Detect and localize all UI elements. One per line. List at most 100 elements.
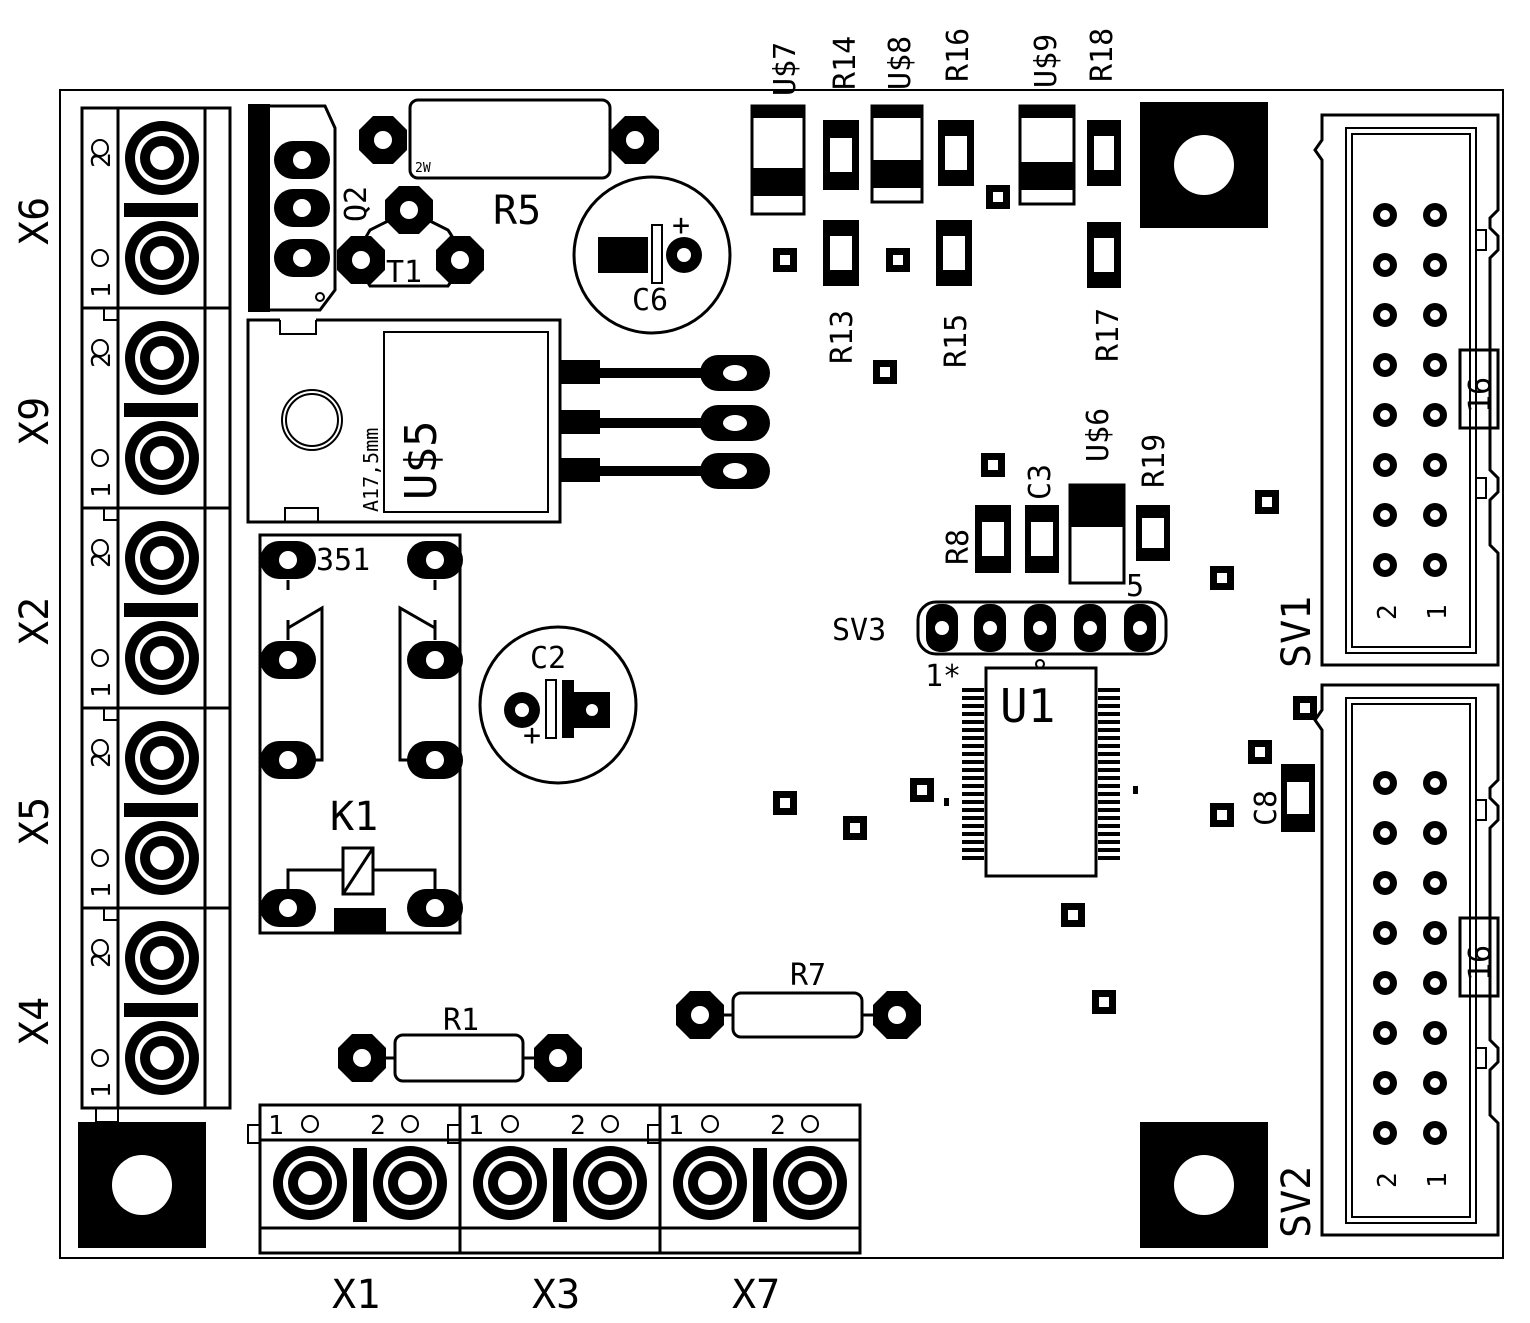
terminal-pad [125,621,199,695]
sv2-pin2-label: 2 [1373,1172,1403,1188]
terminal-pad [125,721,199,795]
label-sv2: SV2 [1274,1166,1320,1238]
crystal-t1: T1 [337,186,484,290]
regulator-u5: A17,5mm U$5 [246,318,770,524]
label-r8: R8 [941,529,976,565]
label-r17: R17 [1091,308,1126,362]
terminal-pad [573,1146,647,1220]
terminal-pad [125,521,199,595]
sv2-pin1-label: 1 [1423,1172,1453,1188]
label-k1: K1 [330,794,378,840]
sv3-pin5-label: 5 [1126,569,1144,604]
pin-label: 2 [87,552,117,568]
connector-label-x5: X5 [12,797,58,845]
terminal-pad [125,121,199,195]
header-sv1: 16 2 1 SV1 [1274,113,1500,668]
sv2-pin16-label: 16 [1463,945,1498,981]
sv1-pin1-label: 1 [1423,604,1453,620]
pin-label: 1 [268,1111,284,1141]
connector-label-x9: X9 [12,397,58,445]
label-u7: U$7 [768,42,803,96]
left-terminal-strip: 2 1 2 1 2 1 2 1 2 1 X6 X9 X2 X5 [12,106,232,1123]
connector-label-x3: X3 [532,1272,580,1318]
label-sv1: SV1 [1274,596,1320,668]
connector-label-x6: X6 [12,197,58,245]
pin-label: 2 [87,952,117,968]
connector-label-x4: X4 [12,997,58,1045]
relay-k1: 351 K1 [258,533,463,935]
pin-label: 1 [87,1082,117,1098]
label-r5: R5 [493,188,541,234]
label-r18: R18 [1085,28,1120,82]
label-r19: R19 [1137,434,1172,488]
mounting-hole [1140,102,1268,228]
pin-label: 2 [770,1111,786,1141]
label-c6: C6 [632,283,668,318]
label-r16: R16 [941,28,976,82]
label-r15: R15 [939,314,974,368]
pin-label: 2 [570,1111,586,1141]
pin-label: 1 [87,282,117,298]
transistor-q2: Q2 [248,104,374,312]
terminal-pad [273,1146,347,1220]
terminal-pad [125,1021,199,1095]
label-u5: U$5 [396,421,447,500]
capacitor-c2: C2 + [478,625,638,785]
connector-label-x7: X7 [732,1272,780,1318]
terminal-pad [473,1146,547,1220]
label-c2: C2 [530,641,566,676]
bottom-terminal-strip: 1 2 1 2 1 2 X1 X3 X7 [247,1103,862,1318]
connector-label-x2: X2 [12,597,58,645]
label-t1: T1 [386,255,422,290]
terminal-pad [125,421,199,495]
terminal-pad [125,221,199,295]
capacitor-c6: + C6 [572,175,732,335]
c6-plus: + [672,208,690,243]
header-sv2: 16 2 1 SV2 [1274,683,1500,1238]
header-sv3: SV3 1* 5 [832,569,1168,694]
label-u1: U1 [1000,679,1055,733]
pin-label: 1 [87,482,117,498]
pin-label: 2 [87,752,117,768]
board-outline [59,89,1504,1259]
label-r7: R7 [790,958,826,993]
mounting-hole [1140,1122,1268,1248]
pin-label: 2 [370,1111,386,1141]
r5-power-label: 2W [415,161,431,176]
mounting-hole [78,1122,206,1248]
c2-plus: + [523,718,541,753]
label-u6: U$6 [1081,408,1116,462]
label-u9: U$9 [1029,34,1064,88]
smd-components-mid: R8 C3 U$6 R19 [941,408,1172,585]
pin-label: 2 [87,152,117,168]
label-r14: R14 [828,36,863,90]
terminal-pad [125,821,199,895]
smd-components-top: U$7 R14 U$8 R16 U$9 R18 R13 R15 [750,28,1126,384]
connector-label-x1: X1 [332,1272,380,1318]
ic-u1: U1 [944,659,1138,878]
terminal-pad [125,921,199,995]
pin-label: 1 [87,682,117,698]
capacitor-c8: C8 [1249,764,1315,832]
pin-label: 2 [87,352,117,368]
terminal-pad [673,1146,747,1220]
u5-sub-label: A17,5mm [359,428,383,512]
pin-label: 1 [468,1111,484,1141]
label-c3: C3 [1023,464,1058,500]
resistor-r1: R1 [338,1003,582,1083]
k1-code-label: 351 [316,543,370,578]
sv3-pin1-label: 1* [925,659,961,694]
terminal-pad [373,1146,447,1220]
label-r13: R13 [825,310,860,364]
label-u8: U$8 [883,36,918,90]
label-q2: Q2 [339,186,374,222]
label-sv3: SV3 [832,613,886,648]
resistor-r7: R7 [676,958,921,1039]
label-c8: C8 [1249,790,1284,826]
pin-label: 1 [668,1111,684,1141]
pin-label: 1 [87,882,117,898]
resistor-r5: 2W R5 [359,98,659,234]
terminal-pad [125,321,199,395]
label-r1: R1 [443,1003,479,1038]
